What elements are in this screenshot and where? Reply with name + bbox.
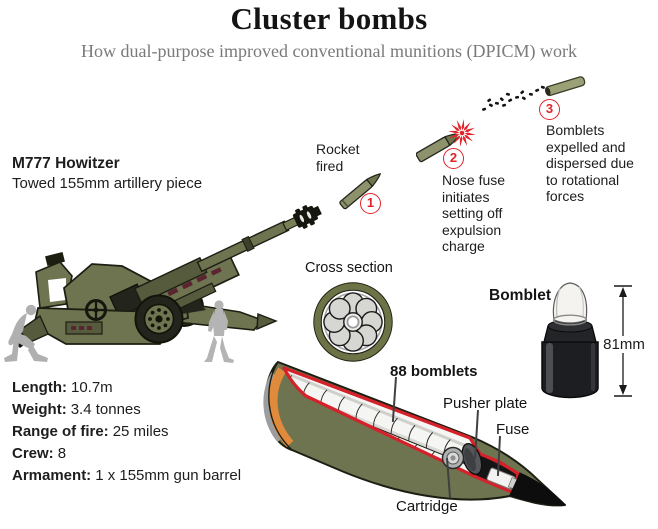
step-1-badge: 1	[360, 193, 381, 214]
cross-section-illustration	[313, 282, 393, 362]
fuse-part	[486, 467, 519, 490]
shell-cutaway-illustration	[263, 361, 567, 507]
howitzer-description: Towed 155mm artillery piece	[12, 175, 203, 192]
pusher-plate-part	[461, 442, 483, 476]
spec-weight: Weight:3.4 tonnes	[12, 401, 141, 418]
fuzed-shell-illustration	[416, 119, 476, 163]
spec-range: Range of fire:25 miles	[12, 423, 169, 440]
howitzer-illustration	[12, 205, 322, 348]
spec-armament: Armament:1 x 155mm gun barrel	[12, 467, 242, 484]
step-3-badge: 3	[539, 99, 560, 120]
bomblet-label: Bomblet	[489, 287, 551, 304]
step-2-text: Nose fuse initiates setting off expulsio…	[442, 172, 506, 254]
step-1-text: Rocket fired	[316, 141, 360, 174]
step-1-number: 1	[366, 195, 375, 210]
cartridge-label: Cartridge	[396, 498, 458, 515]
bomblet-size-label: 81mm	[600, 336, 648, 353]
soldier-silhouette-left	[4, 304, 48, 362]
spec-crew: Crew:8	[12, 445, 67, 462]
howitzer-specs: Length:10.7m Weight:3.4 tonnes Range of …	[12, 377, 241, 487]
bomblet-trail	[482, 85, 545, 111]
step-3-number: 3	[545, 101, 554, 116]
step-2-badge: 2	[443, 148, 464, 169]
spec-length: Length:10.7m	[12, 379, 113, 396]
bomblets-count-label: 88 bomblets	[390, 363, 478, 380]
measurement-arrow	[614, 285, 632, 397]
page-title: Cluster bombs	[230, 1, 428, 36]
dispersing-bomblets-illustration	[482, 76, 586, 111]
howitzer-name: M777 Howitzer	[12, 155, 120, 172]
step-2-number: 2	[449, 150, 458, 165]
soldier-silhouette-right	[204, 300, 234, 363]
cross-section-label: Cross section	[305, 260, 393, 276]
fired-shell-illustration	[339, 173, 382, 210]
step-3-text: Bomblets expelled and dispersed due to r…	[546, 122, 634, 204]
bomblet-illustration	[541, 282, 599, 399]
page-subtitle: How dual-purpose improved conventional m…	[81, 41, 577, 61]
pusher-plate-label: Pusher plate	[443, 395, 528, 412]
explosion-icon	[448, 119, 476, 147]
fuse-label: Fuse	[496, 421, 530, 438]
